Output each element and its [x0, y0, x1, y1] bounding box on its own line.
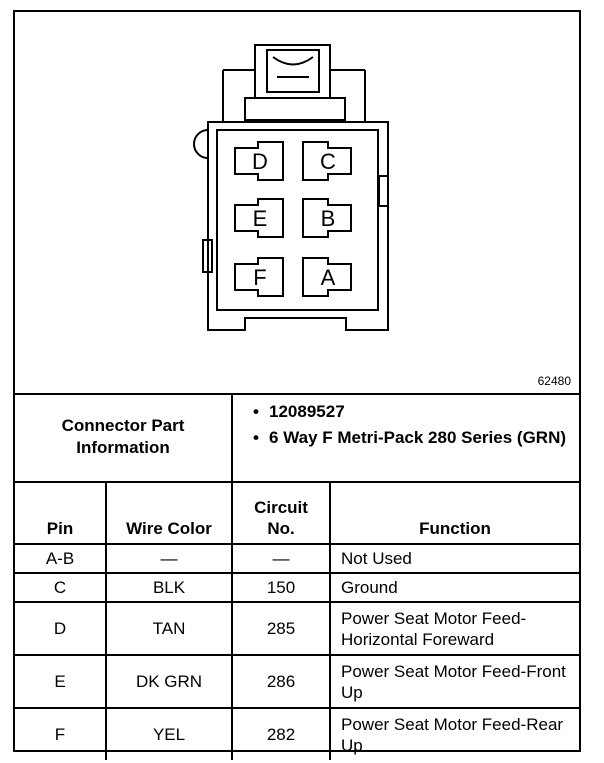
cell-circuit: — [231, 543, 332, 574]
pin-label-c: C [320, 149, 336, 174]
cell-function: Power Seat Motor Feed-Rear Up [329, 707, 580, 760]
header-circuit: Circuit No. [231, 481, 332, 545]
header-circuit-line1: Circuit [254, 498, 308, 517]
cell-circuit: 282 [231, 707, 332, 760]
connector-info-list: 12089527 6 Way F Metri-Pack 280 Series (… [231, 393, 580, 483]
connector-info-label: Connector Part Information [15, 393, 234, 483]
cell-wire-color: — [104, 543, 234, 574]
pin-label-f: F [253, 265, 266, 290]
pin-label-a: A [321, 265, 336, 290]
cell-pin: F [15, 707, 107, 760]
connector-diagram: D C E B F A 62480 [15, 12, 579, 395]
cell-function: Not Used [329, 543, 580, 574]
pinout-table: Connector Part Information 12089527 6 Wa… [15, 393, 580, 760]
cell-wire-color: TAN [104, 601, 234, 656]
header-wire-color: Wire Color [104, 481, 234, 545]
info-label-line1: Connector Part [61, 416, 185, 435]
cell-pin: C [15, 572, 107, 603]
header-row: Pin Wire Color Circuit No. Function [15, 481, 580, 545]
table-row: C BLK 150 Ground [15, 572, 580, 603]
cell-function: Power Seat Motor Feed-Front Up [329, 654, 580, 709]
connector-description: 6 Way F Metri-Pack 280 Series (GRN) [253, 427, 575, 449]
cell-pin: D [15, 601, 107, 656]
cell-wire-color: BLK [104, 572, 234, 603]
connector-sheet: D C E B F A 62480 Connector Part Informa… [13, 10, 581, 760]
part-number: 12089527 [253, 401, 575, 423]
table-row: A-B — — Not Used [15, 543, 580, 574]
header-circuit-line2: No. [267, 519, 295, 538]
cell-function: Ground [329, 572, 580, 603]
pin-label-d: D [252, 149, 268, 174]
pin-label-e: E [253, 206, 268, 231]
figure-number: 62480 [537, 374, 571, 388]
header-function: Function [329, 481, 580, 545]
connector-face-drawing: D C E B F A [193, 44, 389, 331]
cell-circuit: 285 [231, 601, 332, 656]
cell-circuit: 150 [231, 572, 332, 603]
cell-wire-color: YEL [104, 707, 234, 760]
cell-wire-color: DK GRN [104, 654, 234, 709]
cell-function: Power Seat Motor Feed-Horizontal Forewar… [329, 601, 580, 656]
cell-pin: E [15, 654, 107, 709]
cell-pin: A-B [15, 543, 107, 574]
table-row: D TAN 285 Power Seat Motor Feed-Horizont… [15, 601, 580, 656]
table-row: E DK GRN 286 Power Seat Motor Feed-Front… [15, 654, 580, 709]
pin-label-b: B [321, 206, 336, 231]
info-label-line2: Information [76, 438, 170, 457]
cell-circuit: 286 [231, 654, 332, 709]
connector-info-row: Connector Part Information 12089527 6 Wa… [15, 393, 580, 483]
table-row: F YEL 282 Power Seat Motor Feed-Rear Up [15, 707, 580, 760]
header-pin: Pin [15, 481, 107, 545]
